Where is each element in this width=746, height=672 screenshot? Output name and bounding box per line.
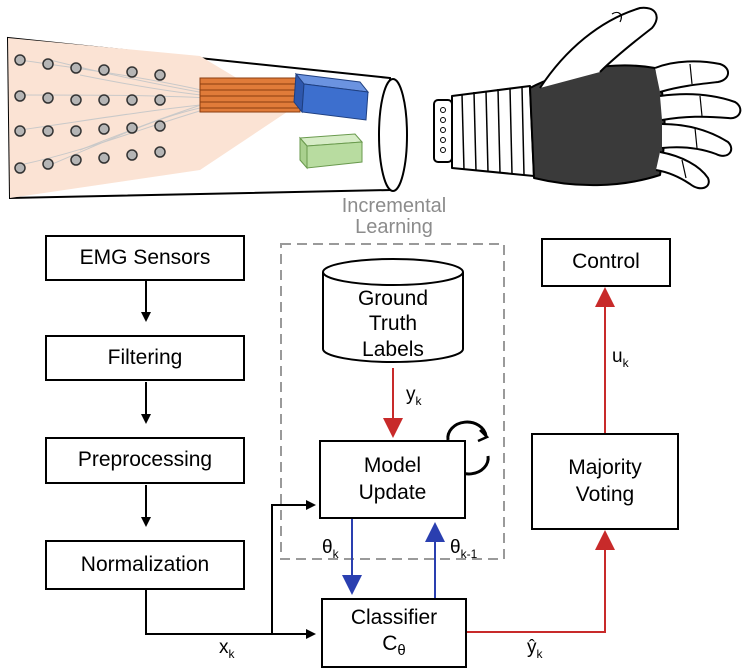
ground-truth-labels-box: Ground Truth Labels xyxy=(357,287,429,361)
control-box: Control xyxy=(541,238,671,287)
forearm-sleeve-illustration xyxy=(6,36,408,200)
incremental-learning-group xyxy=(280,243,505,560)
majority-voting-box: Majority Voting xyxy=(531,433,679,530)
preprocessing-box: Preprocessing xyxy=(45,437,245,484)
yhat-k-label: ŷk xyxy=(527,637,543,661)
parameter-arrows xyxy=(342,519,445,598)
prosthetic-hand-illustration xyxy=(433,6,742,190)
ground-truth-database-icon xyxy=(322,258,464,363)
incremental-learning-label: Incremental Learning xyxy=(341,195,447,238)
yk-label: yk xyxy=(406,384,422,408)
model-update-box: Model Update xyxy=(319,440,466,519)
label-arrow xyxy=(383,368,403,438)
xk-label: xk xyxy=(219,637,235,661)
output-arrows xyxy=(467,287,615,633)
theta-k-minus-1-label: θk-1 xyxy=(450,537,478,561)
uk-label: uk xyxy=(612,346,629,370)
classifier-box: Classifier Cθ xyxy=(321,598,467,668)
theta-k-label: θk xyxy=(322,537,339,561)
electrode-grid xyxy=(14,54,166,174)
pipeline-arrows xyxy=(141,281,316,639)
emg-sensors-box: EMG Sensors xyxy=(45,235,245,281)
normalization-box: Normalization xyxy=(45,540,245,590)
filtering-box: Filtering xyxy=(45,335,245,381)
